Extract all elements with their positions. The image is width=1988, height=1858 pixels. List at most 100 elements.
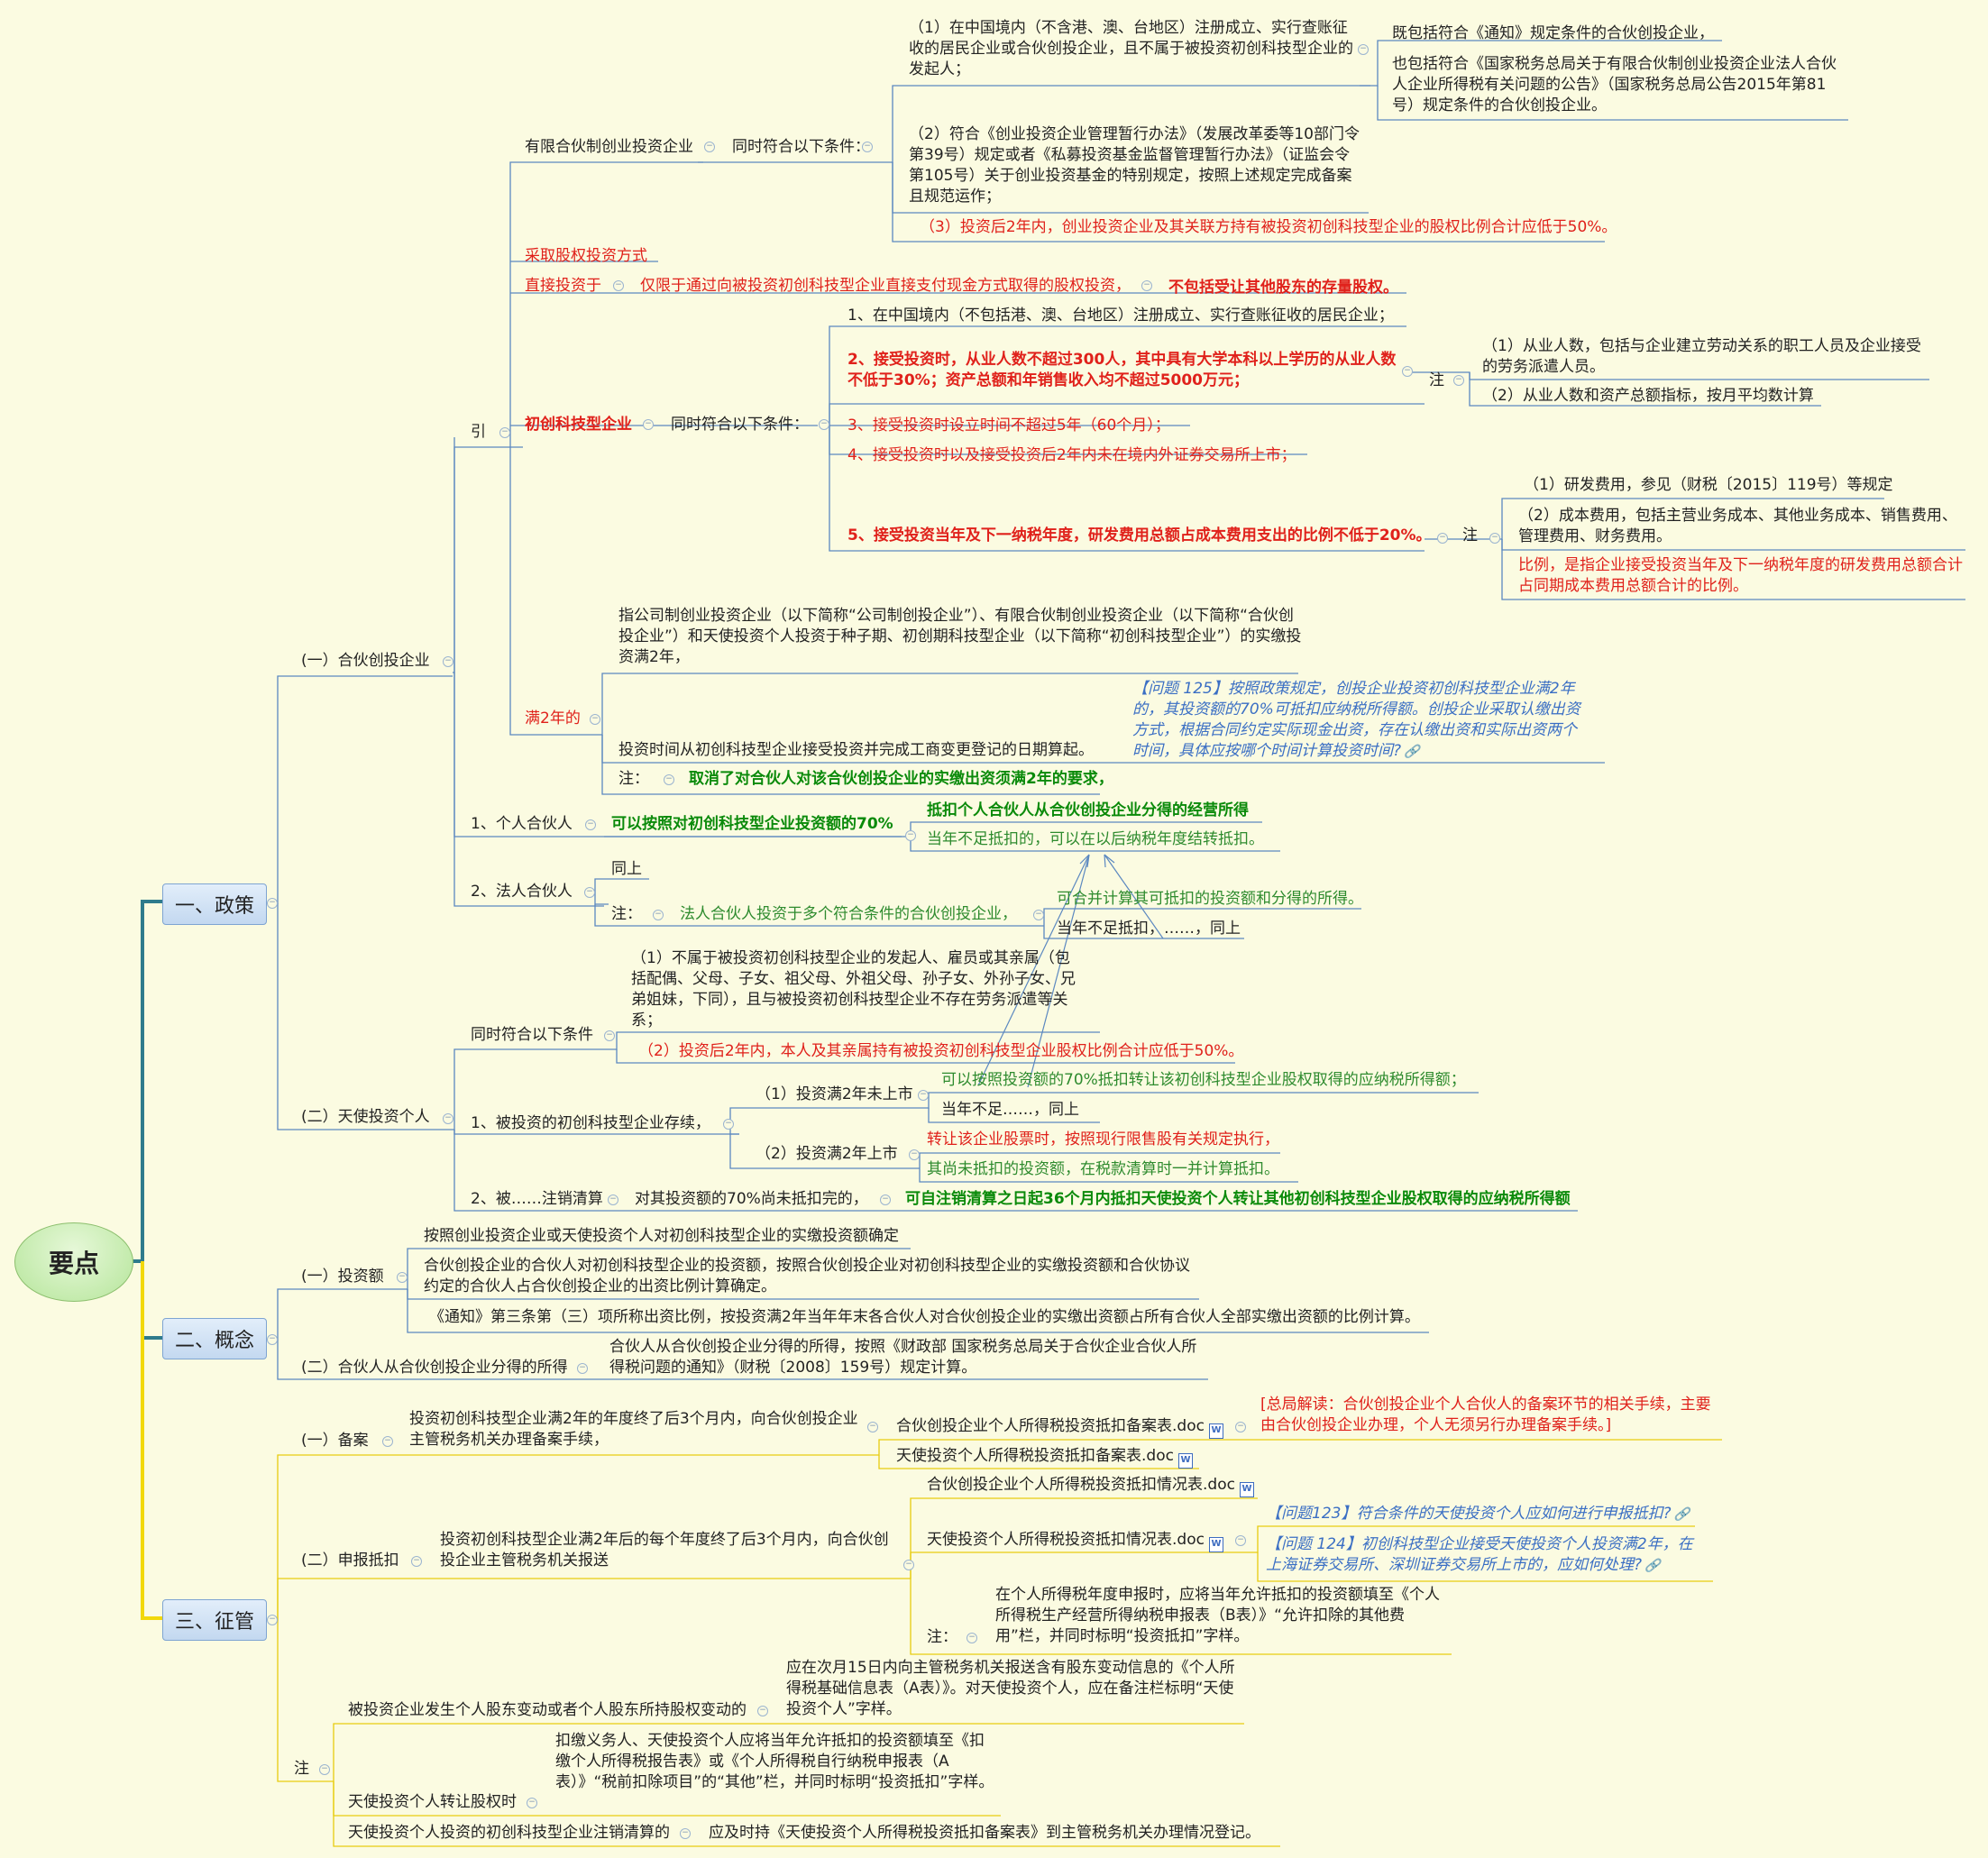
collapse-toggle-icon[interactable]: − — [577, 1363, 588, 1374]
lp-condition-1: （1）在中国境内（不含港、澳、台地区）注册成立、实行查账征收的居民企业或合伙创投… — [909, 19, 1353, 78]
lp-condition-1-note-a: 既包括符合《通知》规定条件的合伙创投企业， — [1392, 24, 1714, 42]
angel-listed-transfer: 转让该企业股票时，按照现行限售股有关规定执行， — [927, 1130, 1279, 1149]
corporate-partner-same: 同上 — [611, 860, 642, 878]
collapse-toggle-icon[interactable]: − — [680, 1828, 691, 1839]
collapse-toggle-icon[interactable]: − — [267, 898, 278, 909]
collapse-toggle-icon[interactable]: − — [1235, 1422, 1246, 1432]
collapse-toggle-icon[interactable]: − — [1437, 533, 1448, 544]
collapse-toggle-icon[interactable]: − — [918, 1090, 929, 1101]
collapse-toggle-icon[interactable]: − — [757, 1706, 768, 1716]
angel-unlisted-topic[interactable]: （1）投资满2年未上市 — [756, 1085, 913, 1103]
full-two-years-time: 投资时间从初创科技型企业接受投资并完成工商变更登记的日期算起。 — [618, 741, 1094, 759]
collapse-toggle-icon[interactable]: − — [909, 1149, 920, 1160]
collapse-toggle-icon[interactable]: − — [585, 819, 596, 830]
collapse-toggle-icon[interactable]: − — [1235, 1535, 1246, 1546]
collapse-toggle-icon[interactable]: − — [643, 419, 654, 430]
collapse-toggle-icon[interactable]: − — [608, 1194, 618, 1205]
angel-liquidation-registration-topic[interactable]: 天使投资个人投资的初创科技型企业注销清算的 — [348, 1824, 670, 1842]
collapse-toggle-icon[interactable]: − — [903, 1560, 914, 1570]
shareholder-change-topic[interactable]: 被投资企业发生个人股东变动或者个人股东所持股权变动的 — [348, 1701, 747, 1719]
collapse-toggle-icon[interactable]: − — [604, 1030, 615, 1041]
topic-policy[interactable]: 一、政策 — [162, 883, 267, 925]
startup-condition-2: 2、接受投资时，从业人数不超过300人，其中具有大学本科以上学历的从业人数不低于… — [847, 351, 1397, 389]
collapse-toggle-icon[interactable]: − — [1141, 280, 1152, 291]
lp-venture-topic[interactable]: 有限合伙制创业投资企业 — [525, 138, 693, 156]
question-124[interactable]: 【问题 124】初创科技型企业接受天使投资个人投资满2年，在上海证券交易所、深圳… — [1266, 1535, 1693, 1574]
partner-income-topic[interactable]: (二）合伙人从合伙创投企业分得的所得 — [301, 1359, 568, 1377]
hyperlink-icon[interactable]: 🔗 — [1644, 1559, 1661, 1573]
corporate-partner-topic[interactable]: 2、法人合伙人 — [471, 883, 573, 901]
collapse-toggle-icon[interactable]: − — [967, 1633, 977, 1643]
collapse-toggle-icon[interactable]: − — [1402, 366, 1413, 377]
yin-topic[interactable]: 引 — [471, 423, 486, 441]
angel-transfer-topic[interactable]: 天使投资个人转让股权时 — [348, 1793, 517, 1811]
collapse-toggle-icon[interactable]: − — [867, 1422, 878, 1432]
collapse-toggle-icon[interactable]: − — [267, 1334, 278, 1345]
collapse-toggle-icon[interactable]: − — [704, 142, 715, 152]
collapse-toggle-icon[interactable]: − — [613, 280, 624, 291]
admin-note-topic[interactable]: 注 — [294, 1760, 309, 1778]
question-123[interactable]: 【问题123】符合条件的天使投资个人应如何进行申报抵扣?🔗 — [1266, 1505, 1690, 1523]
startup-tech-topic[interactable]: 初创科技型企业 — [525, 416, 632, 434]
collapse-toggle-icon[interactable]: − — [382, 1436, 393, 1447]
collapse-toggle-icon[interactable]: − — [723, 1119, 734, 1130]
direct-investment-topic[interactable]: 直接投资于 — [525, 277, 601, 295]
word-doc-icon[interactable]: W — [1208, 1423, 1223, 1439]
angel-liquidation-registration-desc: 应及时持《天使投资个人所得税投资抵扣备案表》到主管税务机关办理情况登记。 — [709, 1824, 1260, 1842]
collapse-toggle-icon[interactable]: − — [267, 1615, 278, 1625]
report-deduct-topic[interactable]: (二）申报抵扣 — [301, 1551, 399, 1570]
equity-investment-topic[interactable]: 采取股权投资方式 — [525, 247, 647, 265]
full-two-years-definition: 指公司制创业投资企业（以下简称“公司制创投企业”）、有限合伙制创业投资企业（以下… — [618, 607, 1302, 666]
corporate-partner-multi: 法人合伙人投资于多个符合条件的合伙创投企业， — [680, 905, 1017, 923]
filing-desc: 投资初创科技型企业满2年的年度终了后3个月内，向合伙创投企业主管税务机关办理备案… — [409, 1410, 858, 1449]
angel-listed-topic[interactable]: （2）投资满2年上市 — [756, 1145, 898, 1163]
collapse-toggle-icon[interactable]: − — [664, 774, 674, 785]
collapse-toggle-icon[interactable]: − — [443, 1113, 453, 1124]
collapse-toggle-icon[interactable]: − — [1358, 44, 1369, 55]
collapse-toggle-icon[interactable]: − — [862, 142, 873, 152]
direct-investment-desc: 仅限于通过向被投资初创科技型企业直接支付现金方式取得的股权投资， — [640, 277, 1131, 295]
startup-condition-5-note-2: （2）成本费用，包括主营业务成本、其他业务成本、销售费用、管理费用、财务费用。 — [1518, 507, 1957, 545]
startup-condition-5-note-3: 比例，是指企业接受投资当年及下一纳税年度的研发费用总额合计占同期成本费用总额合计… — [1518, 556, 1963, 595]
lp-condition-1-note-b: 也包括符合《国家税务总局关于有限合伙制创业投资企业法人合伙人企业所得税有关问题的… — [1392, 55, 1837, 114]
collapse-toggle-icon[interactable]: − — [653, 910, 664, 920]
partnership-venture-topic[interactable]: (一）合伙创投企业 — [301, 652, 430, 670]
collapse-toggle-icon[interactable]: − — [1033, 910, 1044, 920]
word-doc-icon[interactable]: W — [1177, 1453, 1193, 1469]
word-doc-icon[interactable]: W — [1208, 1537, 1223, 1552]
collapse-toggle-icon[interactable]: − — [1489, 533, 1500, 544]
collapse-toggle-icon[interactable]: − — [1453, 375, 1464, 386]
topic-admin[interactable]: 三、征管 — [162, 1599, 267, 1641]
investment-amount-topic[interactable]: (一）投资额 — [301, 1268, 384, 1286]
collapse-toggle-icon[interactable]: − — [819, 419, 829, 430]
collapse-toggle-icon[interactable]: − — [527, 1798, 537, 1808]
collapse-toggle-icon[interactable]: − — [443, 656, 453, 667]
collapse-toggle-icon[interactable]: − — [499, 427, 510, 438]
collapse-toggle-icon[interactable]: − — [880, 1194, 891, 1205]
collapse-toggle-icon[interactable]: − — [397, 1272, 408, 1283]
startup-condition-4: 4、接受投资时以及接受投资后2年内未在境内外证券交易所上市； — [847, 446, 1296, 464]
corporate-partner-carryover: 当年不足抵扣，……，同上 — [1057, 920, 1241, 938]
report-note-label: 注： — [927, 1628, 957, 1646]
question-125[interactable]: 【问题 125】按照政策规定，创投企业投资初创科技型企业满2年的，其投资额的70… — [1132, 680, 1580, 760]
word-doc-icon[interactable]: W — [1239, 1482, 1254, 1497]
collapse-toggle-icon[interactable]: − — [584, 887, 595, 898]
hyperlink-icon[interactable]: 🔗 — [1673, 1507, 1690, 1522]
filing-topic[interactable]: (一）备案 — [301, 1432, 369, 1450]
topic-concept[interactable]: 二、概念 — [162, 1318, 267, 1359]
root-topic[interactable]: 要点 — [14, 1222, 133, 1302]
individual-partner-topic[interactable]: 1、个人合伙人 — [471, 815, 573, 833]
angel-investor-topic[interactable]: (二）天使投资个人 — [301, 1108, 430, 1126]
angel-startup-exists-topic[interactable]: 1、被投资的初创科技型企业存续， — [471, 1114, 710, 1132]
collapse-toggle-icon[interactable]: − — [590, 714, 600, 725]
collapse-toggle-icon[interactable]: − — [319, 1764, 330, 1775]
full-two-years-topic[interactable]: 满2年的 — [525, 709, 581, 728]
collapse-toggle-icon[interactable]: − — [411, 1556, 422, 1567]
angel-liquidation-topic[interactable]: 2、被……注销清算 — [471, 1190, 603, 1208]
collapse-toggle-icon[interactable]: − — [905, 830, 916, 841]
hyperlink-icon[interactable]: 🔗 — [1404, 745, 1420, 759]
